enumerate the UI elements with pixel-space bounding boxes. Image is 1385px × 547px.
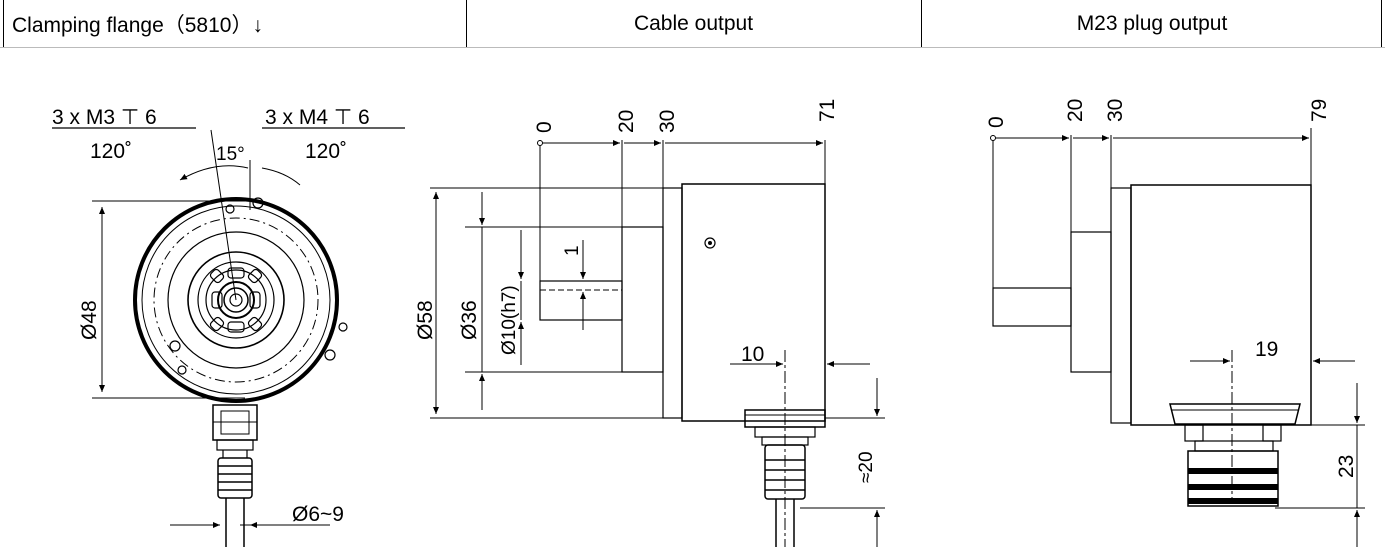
flange-front-view (52, 127, 405, 547)
cable-x71-label: 71 (816, 99, 839, 122)
cable-diameter-label: Ø6~9 (292, 503, 344, 526)
cable-offset10-label: 10 (741, 343, 764, 366)
flange-right-angle-label: 120˚ (305, 140, 347, 163)
cable-output-side-view (430, 140, 885, 547)
flange-bolt-diameter-label: Ø48 (78, 300, 101, 340)
cable-length20-label: ≈20 (856, 451, 877, 483)
column-divider (921, 0, 922, 47)
cable-x20-label: 20 (615, 110, 638, 133)
cable-x0-label: 0 (533, 121, 556, 133)
flange-left-angle-label: 120˚ (90, 140, 132, 163)
column-divider (466, 0, 467, 47)
flange-right-thread-label: 3 x M4 ⊤ 6 (265, 106, 370, 129)
m23-offset19-label: 19 (1255, 338, 1278, 361)
cable-dia10-label: Ø10(h7) (499, 285, 520, 355)
m23-length23-label: 23 (1335, 455, 1358, 478)
m23-x20-label: 20 (1064, 99, 1087, 122)
technical-drawing: 3 x M3 ⊤ 6 120˚ 3 x M4 ⊤ 6 120˚ 15° Ø48 … (52, 99, 1365, 547)
cable-dia58-label: Ø58 (414, 300, 437, 340)
flange-offset-angle-label: 15° (216, 144, 245, 165)
table-border (3, 0, 4, 47)
cable-step-label: 1 (562, 245, 583, 256)
header-rule (0, 47, 1385, 48)
header-cable-output: Cable output (633, 11, 754, 35)
header-m23-plug-output: M23 plug output (1076, 11, 1228, 35)
cable-x30-label: 30 (656, 110, 679, 133)
m23-x79-label: 79 (1308, 99, 1331, 122)
flange-left-thread-label: 3 x M3 ⊤ 6 (52, 106, 157, 129)
m23-x0-label: 0 (985, 116, 1008, 128)
m23-output-side-view (990, 128, 1365, 547)
header-clamping-flange: Clamping flange（5810）↓ (12, 13, 263, 37)
table-border (1381, 0, 1382, 47)
cable-dia36-label: Ø36 (458, 300, 481, 340)
m23-x30-label: 30 (1104, 99, 1127, 122)
header-table: Clamping flange（5810）↓ Cable output M23 … (0, 0, 1385, 48)
